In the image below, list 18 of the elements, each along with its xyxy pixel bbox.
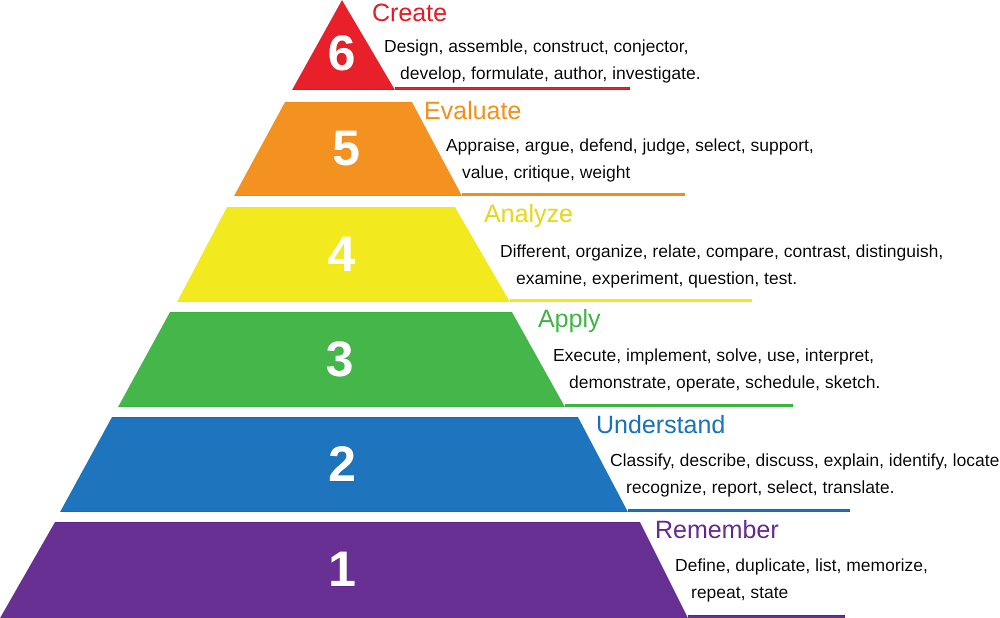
level-description: Classify, describe, discuss, explain, identify, locate, recognize, report, select, translate. — [610, 449, 1000, 500]
level-description: Execute, implement, solve, use, interpret, demonstrate, operate, schedule, sketch. — [553, 344, 882, 394]
level-title: Apply — [538, 306, 601, 334]
level-title: Create — [372, 0, 448, 28]
level-description: Different, organize, relate, compare, contrast, distinguish, examine, experiment, question, test. — [500, 240, 944, 290]
level-number: 5 — [331, 123, 361, 173]
level-number: 1 — [327, 544, 357, 594]
level-number: 3 — [324, 334, 354, 384]
level-title: Analyze — [484, 201, 573, 228]
level-title: Evaluate — [424, 98, 522, 126]
level-title: Understand — [596, 412, 726, 440]
level-description: Appraise, argue, defend, judge, select, support, value, critique, weight — [446, 134, 815, 184]
level-description: Define, duplicate, list, memorize, repeat, state — [675, 554, 929, 604]
level-number: 4 — [326, 228, 356, 278]
level-title: Remember — [655, 517, 779, 544]
level-number: 2 — [327, 438, 357, 488]
level-description: Design, assemble, construct, conjector, develop, formulate, author, investigate. — [384, 35, 702, 86]
level-number: 6 — [326, 28, 356, 78]
